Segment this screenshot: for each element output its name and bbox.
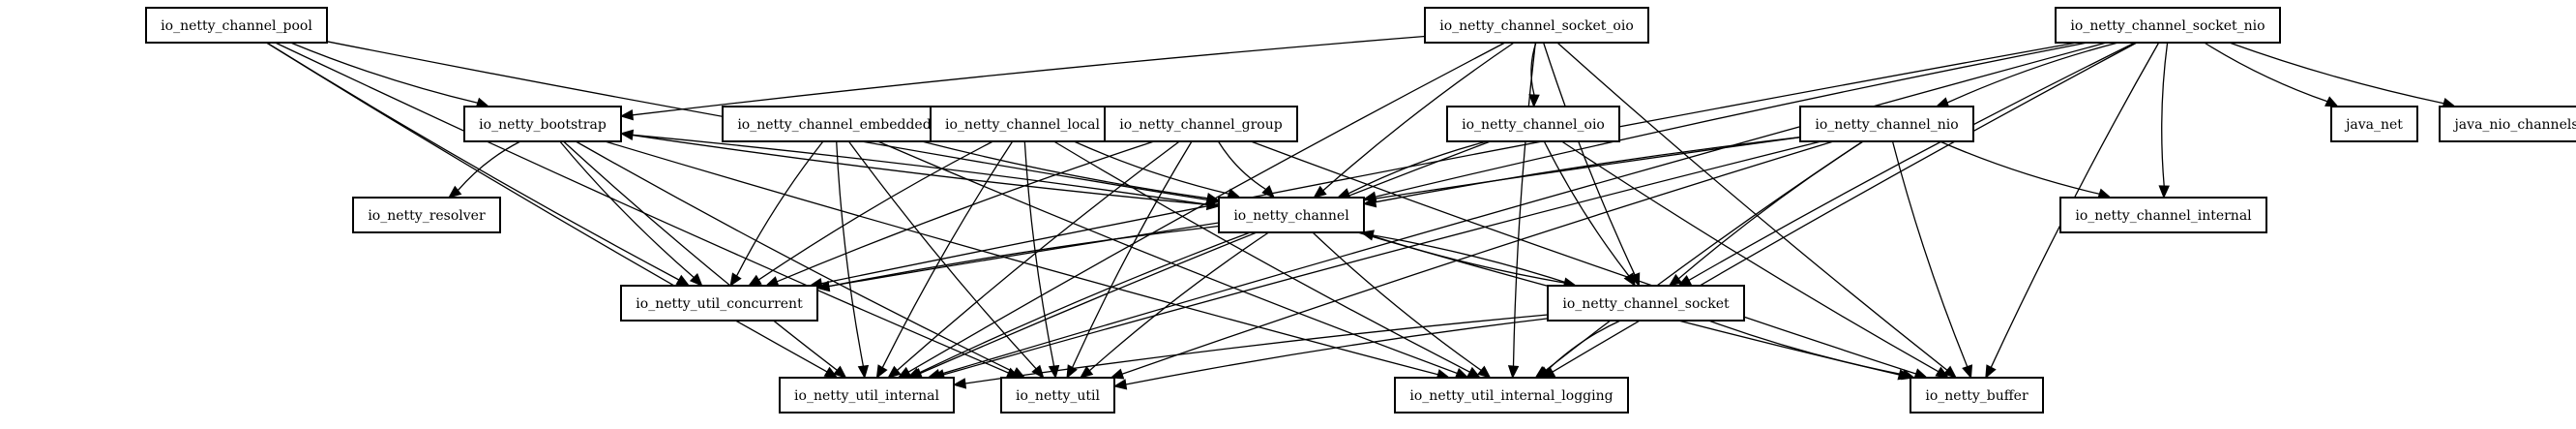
edge-socket-to-util-internal — [952, 314, 1549, 389]
edge-nio-to-internal — [1939, 140, 2112, 199]
node-internal: io_netty_channel_internal — [2059, 197, 2267, 233]
edge-nio-sock-to-util-internal — [927, 42, 2107, 381]
node-java-nio-channels: java_nio_channels — [2439, 106, 2576, 142]
node-pool: io_netty_channel_pool — [145, 7, 328, 44]
edge-embedded-to-concurrent — [729, 140, 824, 288]
node-label: java_net — [2344, 117, 2403, 133]
edge-group-to-buffer — [1250, 140, 1929, 380]
edge-bootstrap-to-channel — [620, 133, 1221, 211]
node-concurrent: io_netty_util_concurrent — [620, 285, 818, 322]
node-label: io_netty_channel_group — [1119, 117, 1282, 133]
node-label: io_netty_channel_oio — [1462, 117, 1605, 133]
node-logging: io_netty_util_internal_logging — [1394, 377, 1629, 414]
node-label: io_netty_channel_pool — [161, 18, 312, 34]
node-label: io_netty_buffer — [1925, 388, 2028, 404]
edge-channel-to-concurrent — [815, 225, 1220, 292]
edge-nio-sock-to-internal — [2158, 42, 2170, 199]
edge-nio-sock-to-java-net — [2204, 42, 2339, 107]
edge-group-to-util — [1066, 140, 1193, 380]
edge-oio-sock-to-buffer — [1556, 42, 1958, 379]
node-label: io_netty_util_internal — [794, 388, 939, 404]
edge-oio-sock-to-socket — [1542, 42, 1641, 288]
edge-oio-to-channel — [1336, 140, 1488, 199]
edge-oio-sock-to-bootstrap — [619, 35, 1426, 121]
edge-oio-sock-to-logging — [1507, 42, 1536, 380]
node-label: io_netty_channel_embedded — [737, 117, 931, 133]
node-bootstrap: io_netty_bootstrap — [463, 106, 622, 142]
edge-nio-to-buffer — [1891, 140, 1973, 380]
edge-socket-to-channel — [1360, 230, 1577, 287]
node-local: io_netty_channel_local — [930, 106, 1115, 142]
node-label: io_netty_channel_internal — [2075, 208, 2252, 224]
edge-group-to-channel — [1217, 140, 1276, 199]
node-label: io_netty_util — [1016, 388, 1100, 404]
edge-local-to-concurrent — [747, 140, 993, 287]
edge-oio-to-util-internal — [908, 140, 1491, 379]
node-buffer: io_netty_buffer — [1910, 377, 2044, 414]
node-label: io_netty_channel_socket_nio — [2070, 18, 2265, 34]
edge-nio-to-util — [1110, 140, 1834, 380]
edge-channel-to-bootstrap — [619, 129, 1220, 207]
node-oio-sock: io_netty_channel_socket_oio — [1424, 7, 1649, 44]
edge-socket-to-buffer — [1708, 320, 1915, 381]
node-label: io_netty_channel_socket_oio — [1439, 18, 1634, 34]
edge-channel-to-logging — [1312, 231, 1492, 379]
node-label: io_netty_channel_local — [945, 117, 1100, 133]
node-label: java_nio_channels — [2452, 117, 2576, 133]
node-label: io_netty_util_internal_logging — [1409, 388, 1613, 404]
edge-channel-to-util — [1079, 231, 1269, 379]
node-label: io_netty_util_concurrent — [636, 296, 803, 312]
node-util-internal: io_netty_util_internal — [779, 377, 955, 414]
node-util: io_netty_util — [1000, 377, 1115, 414]
edge-embedded-to-channel — [921, 140, 1221, 204]
node-oio: io_netty_channel_oio — [1446, 106, 1620, 142]
edge-group-to-util-internal — [887, 140, 1180, 379]
node-group: io_netty_channel_group — [1104, 106, 1298, 142]
node-label: io_netty_channel_socket — [1562, 296, 1730, 312]
node-nio-sock: io_netty_channel_socket_nio — [2055, 7, 2281, 44]
edge-oio-to-socket — [1543, 140, 1636, 288]
edge-local-to-logging — [1053, 140, 1482, 379]
node-label: io_netty_channel — [1233, 208, 1349, 224]
node-label: io_netty_channel_nio — [1815, 117, 1958, 133]
edge-bootstrap-to-resolver — [447, 140, 521, 199]
edge-layer — [265, 35, 2457, 390]
edge-embedded-to-logging — [877, 140, 1469, 379]
edge-embedded-to-util-internal — [836, 140, 870, 380]
edge-pool-to-concurrent — [266, 42, 691, 287]
node-channel: io_netty_channel — [1218, 197, 1365, 233]
edge-socket-to-logging — [1535, 320, 1621, 379]
node-resolver: io_netty_resolver — [352, 197, 501, 233]
edge-embedded-to-util — [847, 140, 1045, 380]
edge-local-to-util — [1023, 140, 1060, 380]
node-embedded: io_netty_channel_embedded — [722, 106, 947, 142]
node-nio: io_netty_channel_nio — [1799, 106, 1974, 142]
node-java-net: java_net — [2330, 106, 2418, 142]
edge-nio-to-logging — [1534, 140, 1863, 379]
edge-bootstrap-to-util-internal — [563, 140, 847, 379]
edge-nio-to-socket — [1668, 140, 1864, 287]
node-socket: io_netty_channel_socket — [1547, 285, 1745, 322]
edge-oio-sock-to-channel — [1313, 42, 1515, 199]
node-layer: io_netty_channel_pool io_netty_channel_so… — [145, 7, 2576, 414]
edge-nio-to-channel — [1362, 137, 1801, 208]
edge-channel-to-socket — [1361, 231, 1578, 289]
edge-bootstrap-to-concurrent — [559, 140, 703, 287]
node-label: io_netty_resolver — [368, 208, 486, 224]
edge-socket-to-util — [1112, 318, 1549, 390]
edge-local-to-util-internal — [875, 140, 1014, 380]
node-label: io_netty_bootstrap — [479, 117, 607, 133]
